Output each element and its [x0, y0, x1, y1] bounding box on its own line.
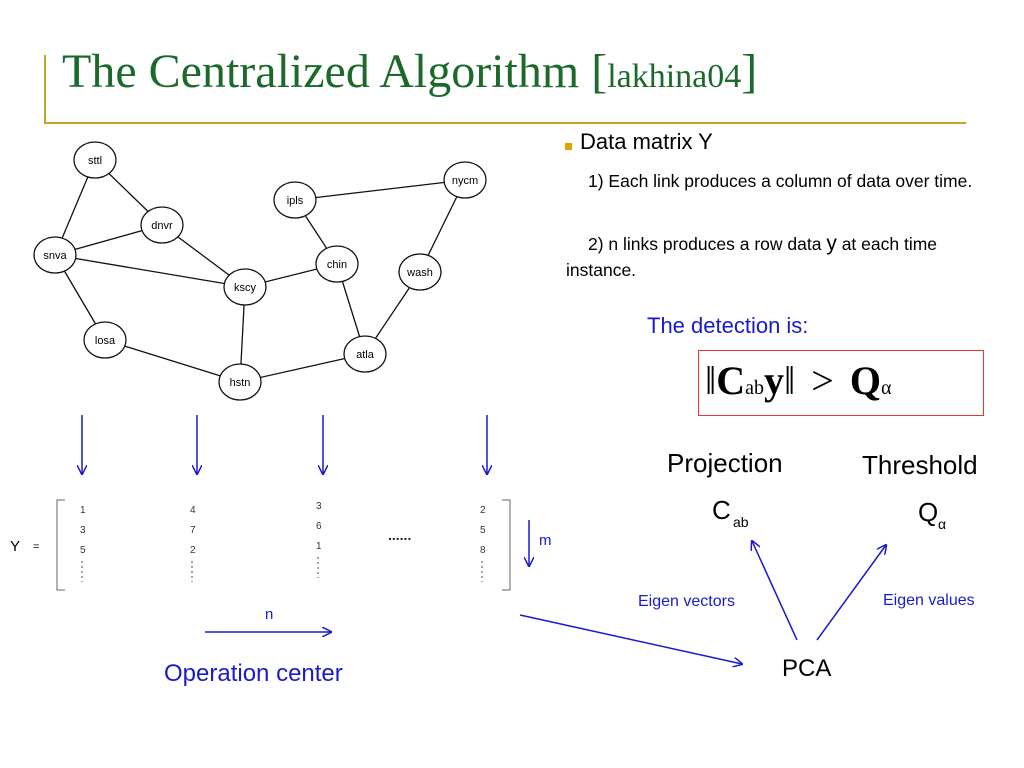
matrix-column-2: 4 7 2	[190, 505, 196, 582]
arrow-eigen-values	[816, 545, 886, 641]
svg-text:7: 7	[190, 525, 196, 536]
svg-text:losa: losa	[95, 335, 116, 347]
arrow-to-pca	[519, 614, 742, 664]
title-underline	[44, 122, 966, 124]
matrix-left-bracket	[56, 499, 65, 591]
node-hstn: hstn	[218, 363, 262, 401]
detection-formula-box	[698, 350, 984, 416]
svg-text:wash: wash	[406, 267, 433, 279]
svg-text:atla: atla	[356, 349, 375, 361]
node-snva: snva	[33, 236, 77, 274]
node-wash: wash	[398, 253, 442, 291]
svg-text:chin: chin	[327, 259, 347, 271]
svg-text:C: C	[712, 495, 731, 525]
svg-text:nycm: nycm	[452, 175, 478, 187]
svg-text:5: 5	[480, 525, 486, 536]
n-label: n	[265, 606, 273, 623]
node-sttl: sttl	[73, 141, 117, 179]
node-ipls: ipls	[273, 181, 317, 219]
svg-text:4: 4	[190, 505, 196, 516]
projection-symbol: C ab	[712, 495, 749, 530]
svg-text:snva: snva	[43, 250, 67, 262]
data-matrix-heading: Data matrix Y	[580, 129, 713, 154]
node-kscy: kscy	[223, 268, 267, 306]
matrix-column-3: 3 6 1	[316, 501, 322, 578]
m-label: m	[539, 532, 552, 549]
svg-text:ab: ab	[733, 514, 749, 530]
svg-text:sttl: sttl	[88, 155, 102, 167]
matrix-column-1: 1 3 5	[80, 505, 86, 582]
data-matrix-item-2: 2) n links produces a row data y at each…	[566, 232, 938, 280]
matrix-label: Y	[10, 538, 20, 555]
eigen-vectors-label: Eigen vectors	[638, 593, 735, 610]
matrix-column-4: 2 5 8	[480, 505, 486, 582]
svg-text:ipls: ipls	[287, 195, 304, 207]
arrow-eigen-vectors	[752, 541, 798, 641]
svg-text:dnvr: dnvr	[151, 220, 173, 232]
matrix-ellipsis: ......	[388, 527, 411, 543]
title-accent-bar	[44, 55, 46, 123]
svg-text:5: 5	[80, 545, 86, 556]
svg-text:3: 3	[316, 501, 322, 512]
node-nycm: nycm	[443, 161, 487, 199]
svg-text:2: 2	[480, 505, 486, 516]
detection-label: The detection is:	[647, 313, 809, 338]
pca-label: PCA	[782, 655, 831, 682]
matrix-equals: =	[33, 541, 39, 553]
node-atla: atla	[343, 335, 387, 373]
threshold-label: Threshold	[862, 450, 978, 480]
node-chin: chin	[315, 245, 359, 283]
data-matrix-item-1: 1) Each link produces a column of data o…	[588, 171, 973, 191]
svg-text:1: 1	[316, 541, 322, 552]
operation-center-label: Operation center	[164, 660, 343, 687]
svg-text:Q: Q	[918, 497, 938, 527]
svg-text:α: α	[938, 516, 946, 532]
eigen-values-label: Eigen values	[883, 592, 975, 609]
svg-text:2: 2	[190, 545, 196, 556]
svg-text:kscy: kscy	[234, 282, 257, 294]
matrix-right-bracket	[502, 499, 511, 591]
slide-title: The Centralized Algorithm [lakhina04]	[62, 45, 758, 98]
bullet-icon	[565, 143, 572, 150]
node-dnvr: dnvr	[140, 206, 184, 244]
svg-text:6: 6	[316, 521, 322, 532]
svg-text:1: 1	[80, 505, 86, 516]
detection-formula: ‖Caby‖ > Qα	[705, 358, 892, 403]
svg-text:3: 3	[80, 525, 86, 536]
svg-text:hstn: hstn	[230, 377, 251, 389]
projection-label: Projection	[667, 448, 783, 478]
svg-text:8: 8	[480, 545, 486, 556]
threshold-symbol: Q α	[918, 497, 946, 532]
node-losa: losa	[83, 321, 127, 359]
